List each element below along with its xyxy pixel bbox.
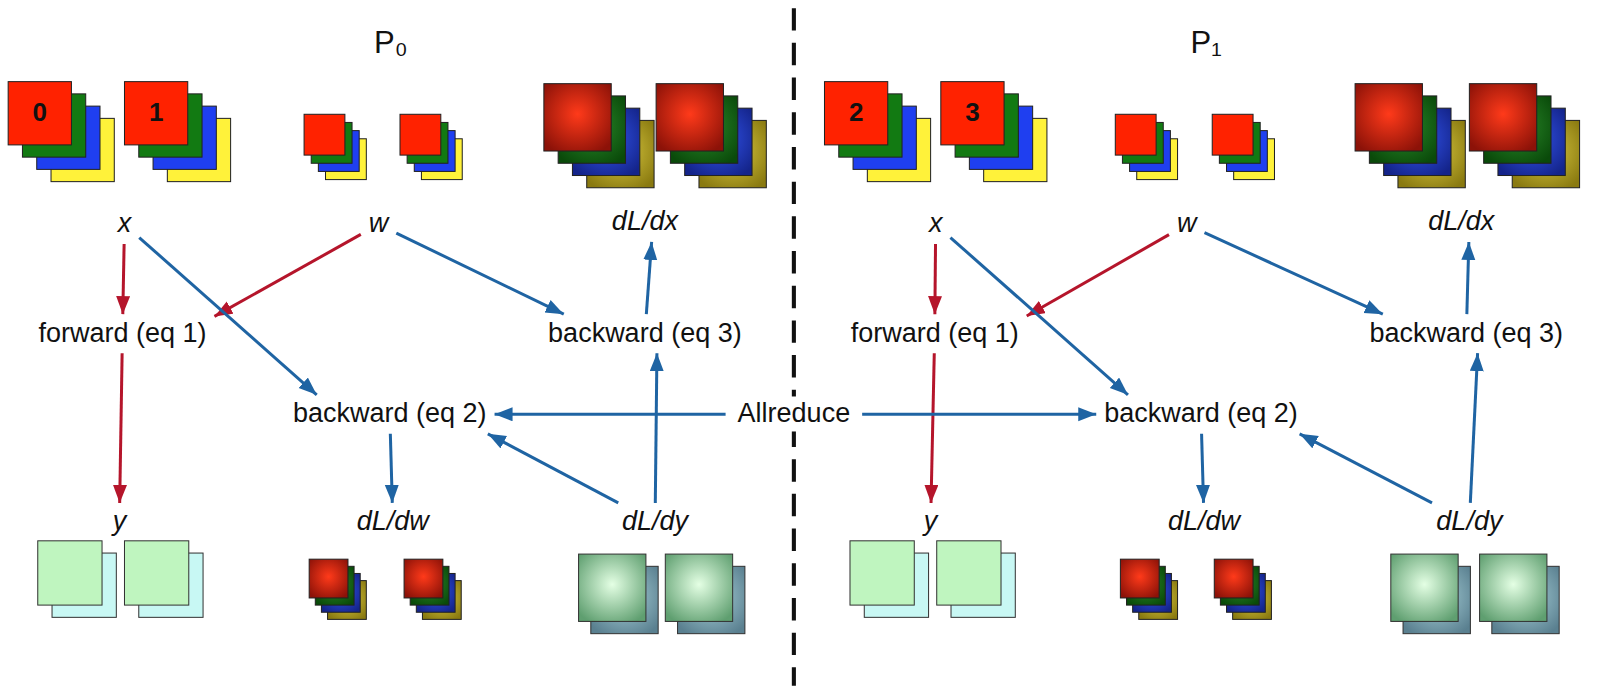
compute-step: backward (eq 3): [546, 318, 744, 349]
processor-title: P₀: [374, 25, 408, 61]
node-text: dL/dy: [1436, 507, 1502, 538]
node-text: backward (eq 3): [1370, 318, 1564, 349]
compute-step: backward (eq 2): [291, 399, 489, 430]
backward-arrow: [1202, 434, 1204, 503]
node-text: forward (eq 1): [851, 318, 1019, 349]
backward-arrow: [862, 413, 1096, 416]
tensor-label: w: [1175, 209, 1199, 240]
output-tensor: [937, 541, 1016, 618]
node-text: x: [929, 209, 943, 240]
tensor-label: dL/dx: [1426, 207, 1496, 238]
output-tensor: [850, 541, 929, 618]
output-gradient-tensor: [1480, 554, 1560, 634]
illustration-group: [8, 8, 1579, 686]
input-gradient-tensor: [1469, 84, 1579, 188]
node-text: dL/dx: [1428, 207, 1494, 238]
processor-title: P₁: [1191, 25, 1222, 61]
forward-arrow: [933, 244, 937, 314]
node-text: dL/dw: [1168, 507, 1240, 538]
node-text: forward (eq 1): [38, 318, 206, 349]
compute-step: backward (eq 2): [1102, 399, 1300, 430]
input-gradient-tensor: [544, 84, 654, 188]
tensor-label: y: [111, 507, 129, 538]
backward-arrow: [646, 242, 651, 314]
backward-arrow: [950, 238, 1127, 395]
tensor-label: dL/dw: [355, 507, 431, 538]
backward-arrow: [396, 233, 563, 314]
node-text: x: [118, 209, 132, 240]
weight-gradient-tensor: [309, 559, 366, 619]
output-tensor: [38, 541, 117, 618]
tensor-label: dL/dy: [1434, 507, 1504, 538]
input-tensor: [941, 82, 1047, 182]
collective-op: Allreduce: [732, 397, 857, 432]
backward-arrow: [1204, 233, 1382, 315]
output-gradient-tensor: [665, 554, 745, 634]
node-text: backward (eq 2): [1104, 399, 1298, 430]
forward-arrow: [1027, 235, 1169, 316]
compute-step: backward (eq 3): [1368, 318, 1566, 349]
backward-arrow: [495, 413, 726, 416]
backward-arrow: [655, 353, 657, 503]
node-text: y: [924, 507, 938, 538]
forward-arrow: [931, 353, 934, 503]
output-gradient-tensor: [579, 554, 659, 634]
weight-gradient-tensor: [404, 559, 461, 619]
forward-arrow: [214, 234, 360, 316]
tensor-label: w: [367, 209, 391, 240]
partition-divider: [792, 8, 796, 686]
backward-arrow: [1467, 242, 1469, 314]
output-gradient-tensor: [1391, 554, 1471, 634]
tensor-label: x: [116, 209, 134, 240]
input-tensor: [824, 82, 930, 182]
backward-arrow: [390, 434, 392, 503]
forward-arrow: [123, 244, 124, 314]
tensor-label: dL/dw: [1166, 507, 1242, 538]
backward-arrow: [1470, 353, 1477, 503]
tensor-label: dL/dy: [620, 507, 690, 538]
input-tensor: [124, 82, 230, 182]
node-text: y: [113, 507, 127, 538]
node-text: dL/dx: [612, 207, 678, 238]
tensor-label: dL/dx: [610, 207, 680, 238]
weight-tensor: [304, 114, 366, 179]
node-text: backward (eq 2): [293, 399, 487, 430]
compute-step: forward (eq 1): [36, 318, 208, 349]
node-text: Allreduce: [738, 399, 851, 430]
input-tensor: [8, 82, 114, 182]
forward-arrow: [120, 353, 122, 503]
input-gradient-tensor: [1355, 84, 1465, 188]
weight-tensor: [1115, 114, 1177, 179]
output-tensor: [124, 541, 203, 618]
node-text: dL/dw: [357, 507, 429, 538]
input-gradient-tensor: [656, 84, 766, 188]
sample-index: 3: [965, 97, 979, 128]
backward-arrow: [1300, 434, 1432, 503]
sample-index: 2: [849, 97, 863, 128]
tensor-label: y: [922, 507, 940, 538]
compute-step: forward (eq 1): [849, 318, 1021, 349]
node-text: dL/dy: [622, 507, 688, 538]
weight-tensor: [400, 114, 462, 179]
node-text: w: [1177, 209, 1197, 240]
sample-index: 1: [149, 97, 163, 128]
weight-tensor: [1212, 114, 1274, 179]
weight-gradient-tensor: [1120, 559, 1177, 619]
sample-index: 0: [33, 97, 47, 128]
node-text: w: [369, 209, 389, 240]
backward-arrow: [488, 434, 618, 503]
weight-gradient-tensor: [1214, 559, 1271, 619]
tensor-label: x: [927, 209, 945, 240]
node-text: backward (eq 3): [548, 318, 742, 349]
backward-arrow: [139, 238, 316, 395]
